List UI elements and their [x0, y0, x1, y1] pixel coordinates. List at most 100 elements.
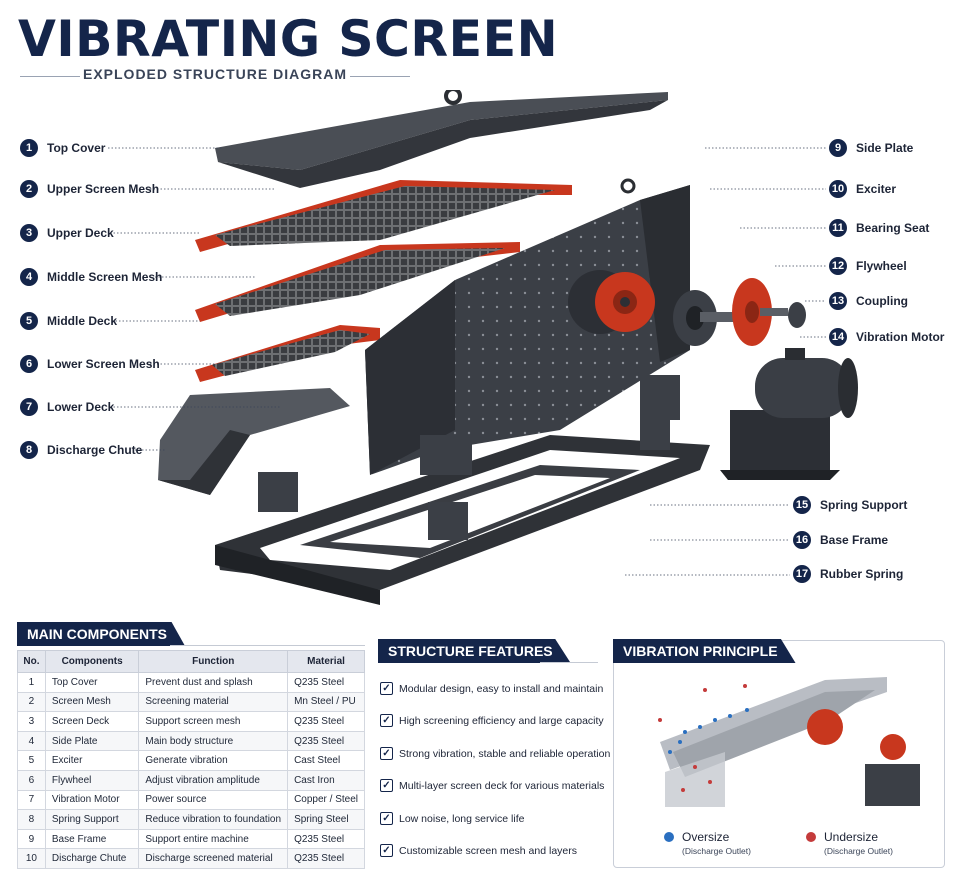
divider [20, 76, 80, 77]
table-cell: Q235 Steel [287, 730, 365, 752]
table-cell: Q235 Steel [287, 672, 365, 693]
callout-label: Side Plate [856, 141, 914, 155]
checkbox-icon: ✓ [380, 682, 393, 695]
components-heading: MAIN COMPONENTS [17, 622, 185, 646]
table-cell: Reduce vibration to foundation [138, 809, 289, 830]
column-header: No. [17, 650, 46, 673]
table-cell: Q235 Steel [287, 711, 365, 732]
table-cell: 4 [17, 730, 46, 752]
callout-number: 14 [829, 328, 847, 346]
legend-oversize: Oversize (Discharge Outlet) [664, 830, 751, 856]
callout-label: Rubber Spring [820, 567, 904, 581]
upper-deck-part [195, 180, 572, 252]
callout-lower-deck: 7 Lower Deck [20, 396, 114, 418]
subtitle-row: EXPLODED STRUCTURE DIAGRAM [20, 66, 410, 86]
callout-number: 4 [20, 268, 38, 286]
legend-sublabel: (Discharge Outlet) [824, 846, 893, 856]
table-cell: 1 [17, 672, 46, 693]
top-cover-part [215, 90, 668, 188]
feature-text: Customizable screen mesh and layers [399, 844, 577, 857]
divider [350, 76, 410, 77]
callout-spring-support: 15 Spring Support [793, 494, 907, 516]
callout-vibration-motor: 14 Vibration Motor [829, 326, 944, 348]
exciter-part [568, 270, 655, 334]
feature-item: ✓Low noise, long service life [380, 812, 524, 825]
checkbox-icon: ✓ [380, 844, 393, 857]
checkbox-icon: ✓ [380, 747, 393, 760]
feature-text: Multi-layer screen deck for various mate… [399, 779, 605, 792]
callout-discharge-chute: 8 Discharge Chute [20, 439, 142, 461]
callout-label: Lower Screen Mesh [47, 357, 160, 371]
table-cell: Spring Support [44, 809, 140, 830]
callout-number: 9 [829, 139, 847, 157]
table-cell: 9 [17, 828, 46, 850]
vibration-principle-illustration [658, 677, 920, 807]
table-cell: Adjust vibration amplitude [138, 769, 289, 791]
leader-lines [108, 147, 826, 576]
callout-label: Upper Screen Mesh [47, 182, 160, 196]
table-cell: Base Frame [44, 828, 140, 850]
table-cell: Support entire machine [138, 828, 289, 850]
table-cell: Screen Mesh [44, 691, 140, 713]
checkbox-icon: ✓ [380, 779, 393, 792]
feature-item: ✓ Strong vibration, stable and reliable o… [380, 747, 610, 760]
legend-undersize: Undersize (Discharge Outlet) [806, 830, 893, 856]
table-cell: Copper / Steel [287, 789, 365, 811]
table-header-row: No. Components Function Material [17, 650, 365, 673]
column-header: Function [138, 650, 289, 673]
table-cell: Flywheel [44, 769, 140, 791]
callout-number: 15 [793, 496, 811, 514]
callout-number: 6 [20, 355, 38, 373]
table-cell: Discharge screened material [138, 848, 289, 869]
callout-label: Discharge Chute [47, 443, 143, 457]
callout-exciter: 10 Exciter [829, 178, 896, 200]
callout-number: 7 [20, 398, 38, 416]
table-cell: Vibration Motor [44, 789, 140, 811]
callout-label: Middle Deck [47, 314, 118, 328]
callout-label: Upper Deck [47, 226, 114, 240]
table-cell: Support screen mesh [138, 711, 289, 732]
page-title: VIBRATING SCREEN [18, 10, 559, 68]
table-cell: Screen Deck [44, 711, 140, 732]
table-cell: 7 [17, 789, 46, 811]
callout-lower-screen-mesh: 6 Lower Screen Mesh [20, 353, 160, 375]
callout-upper-screen-mesh: 2 Upper Screen Mesh [20, 178, 159, 200]
callout-label: Top Cover [47, 141, 106, 155]
table-cell: Generate vibration [138, 750, 289, 771]
feature-item: ✓ Modular design, easy to install and mai… [380, 682, 603, 695]
callout-label: Middle Screen Mesh [47, 270, 163, 284]
callout-number: 3 [20, 224, 38, 242]
feature-text: Strong vibration, stable and reliable op… [399, 747, 611, 760]
callout-number: 11 [829, 219, 847, 237]
feature-item: ✓High screening efficiency and large cap… [380, 714, 604, 727]
spring-supports-part [258, 375, 680, 540]
table-cell: Mn Steel / PU [287, 691, 365, 713]
undersize-dot-icon [806, 832, 816, 842]
feature-item: ✓ Multi-layer screen deck for various mat… [380, 779, 604, 792]
callout-flywheel: 12 Flywheel [829, 255, 907, 277]
callout-label: Bearing Seat [856, 221, 930, 235]
table-cell: 5 [17, 750, 46, 771]
callout-middle-screen-mesh: 4 Middle Screen Mesh [20, 266, 162, 288]
callout-label: Flywheel [856, 259, 907, 273]
lower-deck-part [195, 325, 380, 382]
callout-label: Vibration Motor [856, 330, 945, 344]
callout-side-plate: 9 Side Plate [829, 137, 913, 159]
divider [170, 645, 365, 646]
feature-text: Modular design, easy to install and main… [399, 682, 604, 695]
table-cell: Discharge Chute [44, 848, 140, 869]
callout-number: 8 [20, 441, 38, 459]
table-cell: Exciter [44, 750, 140, 771]
callout-base-frame: 16 Base Frame [793, 529, 888, 551]
table-cell: Spring Steel [287, 809, 365, 830]
